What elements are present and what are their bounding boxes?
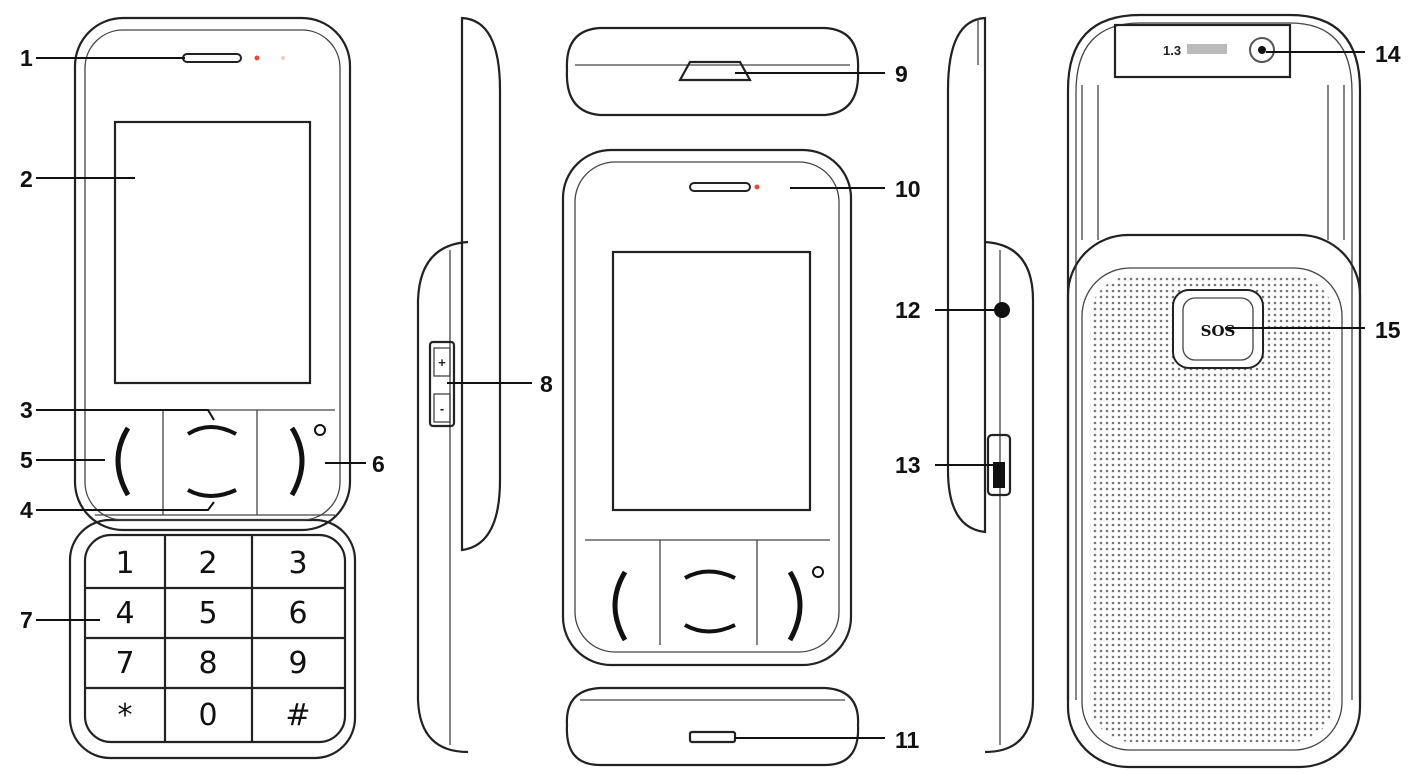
upper-body	[73, 16, 352, 532]
bottom-view	[565, 686, 860, 767]
key-0: 0	[198, 698, 217, 733]
key-hash: #	[285, 698, 310, 733]
callout-label-10: 10	[895, 176, 921, 202]
key-5: 5	[198, 596, 217, 631]
front-open-view: 1 2 3 4 5 6 7 8 9 * 0 #	[68, 16, 357, 760]
right-side-view	[946, 16, 1035, 754]
nav-up-key	[186, 425, 237, 436]
right-softkey	[289, 426, 305, 497]
left-side-view: + -	[416, 16, 502, 754]
left-softkey	[115, 426, 131, 497]
key-3: 3	[288, 546, 307, 581]
callout-label-1: 1	[20, 45, 33, 71]
speaker-grille	[1090, 276, 1334, 742]
callout-label-12: 12	[895, 297, 921, 323]
charging-port	[688, 730, 737, 744]
key-1: 1	[115, 546, 134, 581]
power-icon	[314, 424, 326, 436]
headphone-jack	[994, 302, 1010, 318]
callout-label-5: 5	[20, 447, 33, 473]
callout-label-15: 15	[1375, 317, 1401, 343]
indicator-light	[754, 184, 760, 190]
callout-label-9: 9	[895, 61, 908, 87]
volume-up-button: +	[438, 355, 446, 370]
callout-label-2: 2	[20, 166, 33, 192]
front-closed-view	[561, 148, 853, 667]
callout-label-14: 14	[1375, 41, 1401, 67]
key-7: 7	[115, 646, 134, 681]
nav-down-key	[187, 488, 237, 498]
camera-label: 1.3	[1163, 43, 1181, 58]
side-upper-slide	[460, 16, 502, 552]
back-view: 1.3 SOS	[1066, 13, 1362, 769]
key-9: 9	[288, 646, 307, 681]
callout-label-13: 13	[895, 452, 921, 478]
display-screen	[611, 250, 812, 512]
display-screen	[113, 120, 312, 385]
sos-label: SOS	[1201, 322, 1236, 340]
key-star: *	[118, 698, 133, 733]
callout-label-3: 3	[20, 397, 33, 423]
key-6: 6	[288, 596, 307, 631]
power-icon	[812, 566, 824, 578]
top-view	[565, 26, 860, 117]
callout-label-8: 8	[540, 371, 553, 397]
earpiece-speaker	[689, 182, 751, 192]
callout-leader-3	[36, 409, 215, 421]
earpiece-speaker	[182, 53, 242, 63]
usb-port-top	[678, 60, 752, 82]
volume-down-button: -	[440, 401, 444, 416]
side-lower-body	[416, 240, 469, 754]
callout-label-7: 7	[20, 607, 33, 633]
key-2: 2	[198, 546, 217, 581]
key-4: 4	[115, 596, 134, 631]
callout-label-6: 6	[372, 451, 385, 477]
callout-label-4: 4	[20, 497, 33, 523]
back-body	[1066, 233, 1362, 769]
callout-label-11: 11	[895, 727, 920, 753]
key-8: 8	[198, 646, 217, 681]
indicator-light	[254, 55, 260, 61]
callout-leader-4	[36, 501, 215, 511]
